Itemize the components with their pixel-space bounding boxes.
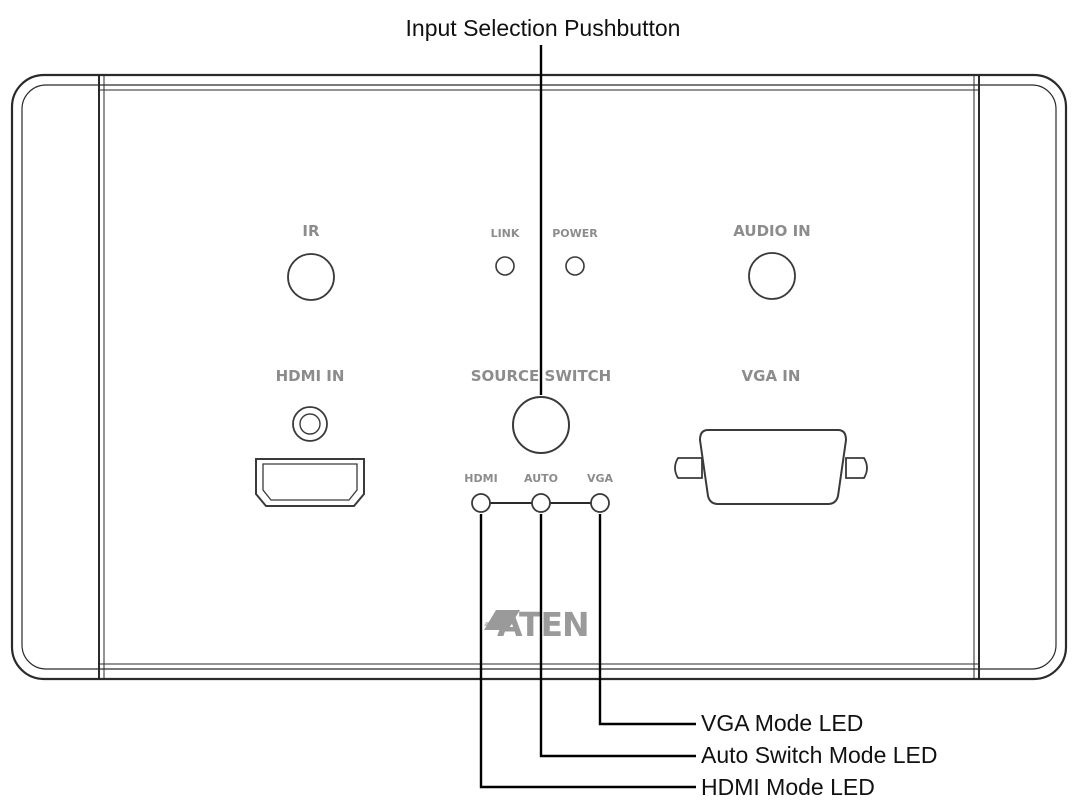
led-hdmi-label: HDMI: [464, 472, 497, 485]
vga-in-port: [674, 429, 868, 505]
audio-in-label: AUDIO IN: [733, 222, 810, 240]
audio-in-port: [748, 252, 796, 300]
leader-hdmi-led: [479, 514, 696, 789]
led-auto-label: AUTO: [524, 472, 558, 485]
ir-port: [287, 253, 335, 301]
hdmi-in-port: [255, 458, 365, 507]
vga-mode-led: [590, 493, 610, 513]
callout-auto-switch-mode-led: Auto Switch Mode LED: [701, 742, 938, 768]
vga-in-label: VGA IN: [742, 367, 801, 385]
callout-input-selection-pushbutton: Input Selection Pushbutton: [406, 15, 681, 41]
aten-logo: ATEN: [484, 605, 590, 644]
link-label: LINK: [491, 227, 520, 240]
hdmi-screw: [292, 406, 328, 442]
hdmi-in-label: HDMI IN: [276, 367, 345, 385]
led-vga-label: VGA: [587, 472, 614, 485]
wall-plate-frame: [10, 73, 1068, 681]
source-switch-pushbutton: [512, 396, 570, 454]
link-led: [495, 256, 515, 276]
power-led: [565, 256, 585, 276]
leader-auto-led: [539, 514, 696, 758]
svg-text:ATEN: ATEN: [497, 605, 589, 644]
ir-label: IR: [302, 222, 320, 240]
auto-mode-led: [531, 493, 551, 513]
hdmi-mode-led: [471, 493, 491, 513]
power-label: POWER: [552, 227, 598, 240]
callout-hdmi-mode-led: HDMI Mode LED: [701, 774, 875, 800]
leader-vga-led: [598, 514, 696, 726]
callout-vga-mode-led: VGA Mode LED: [701, 710, 863, 736]
